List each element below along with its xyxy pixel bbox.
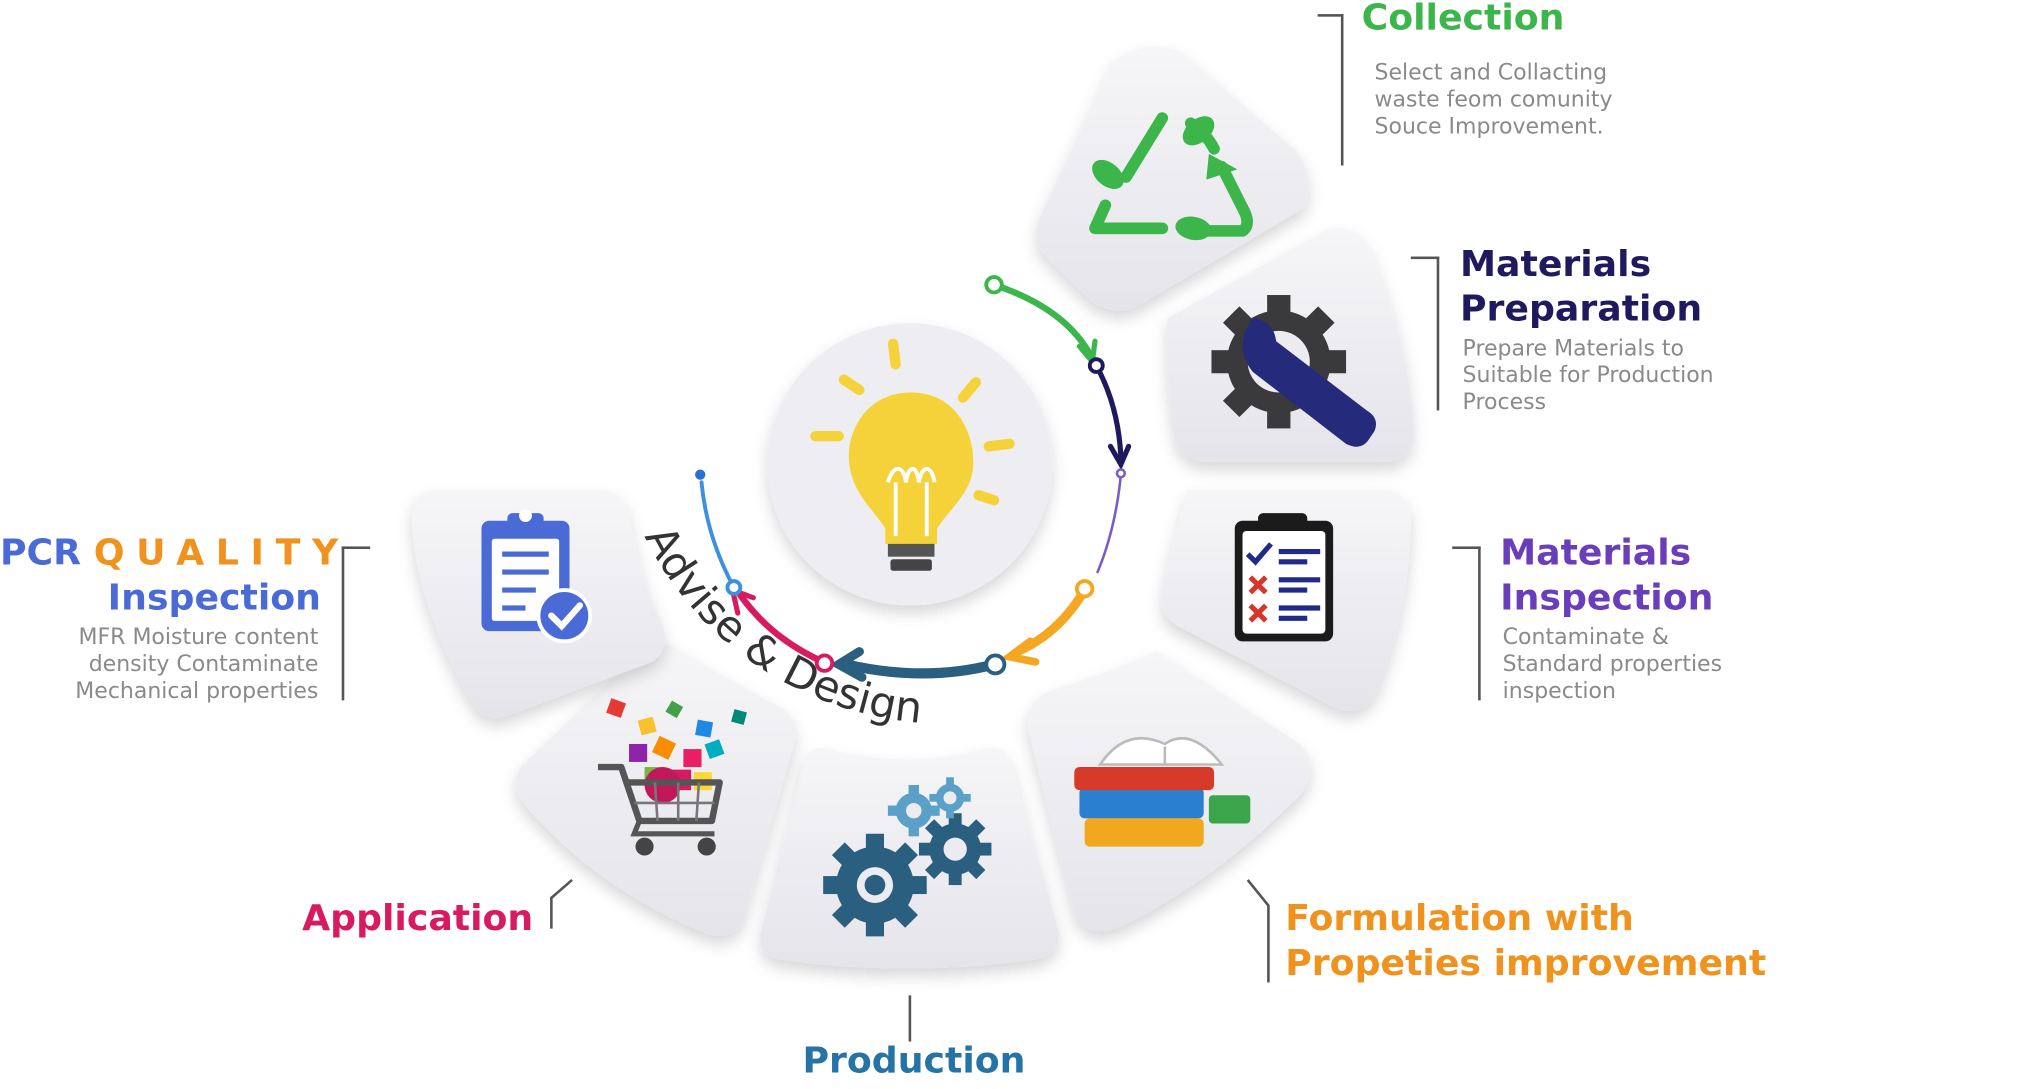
tile-collection — [1036, 46, 1309, 311]
pcr-word: PCR — [0, 531, 82, 574]
collection-description: Select and Collacting waste feom comunit… — [1374, 60, 1613, 140]
materials-preparation-description: Prepare Materials to Suitable for Produc… — [1462, 336, 1714, 416]
quality-word: QUALITY — [93, 531, 350, 574]
formulation-title: Formulation with Propeties improvement — [1285, 896, 1767, 984]
flow-arrows — [695, 275, 1132, 682]
bracket-collection — [1317, 14, 1344, 166]
bracket-pcr — [341, 546, 371, 701]
production-title: Production — [802, 1038, 1026, 1082]
gear-wrench-icon — [1211, 295, 1377, 447]
gears-icon — [823, 777, 992, 937]
materials-inspection-title: Materials Inspection — [1500, 531, 1714, 619]
bracket-materials-preparation — [1410, 256, 1440, 411]
books-icon — [1074, 736, 1251, 847]
materials-preparation-title: Materials Preparation — [1459, 242, 1703, 330]
materials-inspection-description: Contaminate & Standard properties inspec… — [1502, 624, 1723, 705]
pcr-quality-title: PCR QUALITY Inspection — [0, 531, 350, 619]
shopping-cart-icon — [597, 698, 747, 856]
bracket-materials-inspection — [1452, 546, 1481, 701]
light-bulb-icon — [810, 338, 1015, 571]
pcr-quality-description: MFR Moisture content density Contaminate… — [75, 624, 319, 705]
application-title: Application — [302, 896, 534, 939]
clipboard-check-icon — [481, 509, 593, 644]
collection-title: Collection — [1361, 0, 1565, 39]
recycle-icon — [1089, 112, 1253, 241]
checklist-clipboard-icon — [1234, 513, 1334, 642]
bracket-production — [908, 995, 912, 1042]
